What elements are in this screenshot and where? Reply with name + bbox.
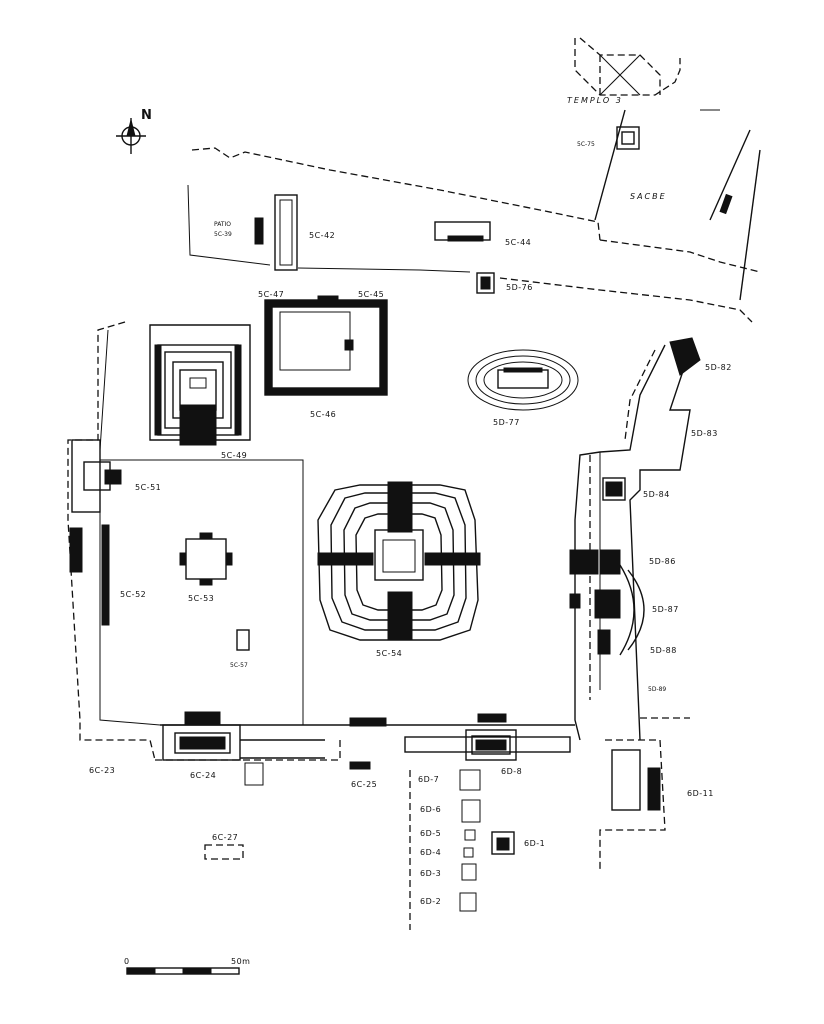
structure-5c-75: 5C-75 bbox=[577, 126, 640, 150]
svg-text:6D-8: 6D-8 bbox=[501, 767, 522, 776]
svg-text:6C-23: 6C-23 bbox=[89, 766, 115, 775]
structure-5c-42: 5C-42 bbox=[274, 194, 335, 271]
svg-text:5D-88: 5D-88 bbox=[650, 646, 677, 655]
svg-text:5C-54: 5C-54 bbox=[376, 649, 402, 658]
svg-text:50m: 50m bbox=[231, 957, 250, 966]
svg-text:5D-86: 5D-86 bbox=[649, 557, 676, 566]
structure-5c-45-46-47: 5C-47 5C-45 5C-46 bbox=[258, 290, 388, 419]
structure-5c-57: 5C-57 bbox=[230, 629, 250, 669]
svg-text:5C-53: 5C-53 bbox=[188, 594, 214, 603]
structure-5c-52: 5C-52 bbox=[69, 524, 146, 626]
structure-5c-51: 5C-51 bbox=[71, 439, 161, 513]
svg-text:5D-76: 5D-76 bbox=[506, 283, 533, 292]
sacbe: SACBE bbox=[594, 109, 761, 301]
svg-text:5C-49: 5C-49 bbox=[221, 451, 247, 460]
templo3-label: TEMPLO 3 bbox=[567, 96, 623, 105]
svg-text:6C-25: 6C-25 bbox=[351, 780, 377, 789]
structure-6d-11: 6D-11 bbox=[599, 717, 714, 870]
svg-text:5C-44: 5C-44 bbox=[505, 238, 531, 247]
structure-5d-76: 5D-76 bbox=[476, 272, 533, 294]
svg-text:5C-47: 5C-47 bbox=[258, 290, 284, 299]
structure-5d-77: 5D-77 bbox=[467, 349, 579, 427]
svg-text:5C-57: 5C-57 bbox=[230, 662, 248, 669]
svg-text:5C-45: 5C-45 bbox=[358, 290, 384, 299]
svg-text:5D-87: 5D-87 bbox=[652, 605, 679, 614]
svg-text:5C-52: 5C-52 bbox=[120, 590, 146, 599]
svg-text:6D-1: 6D-1 bbox=[524, 839, 545, 848]
svg-text:6D-4: 6D-4 bbox=[420, 848, 441, 857]
svg-text:5C-51: 5C-51 bbox=[135, 483, 161, 492]
svg-text:5C-46: 5C-46 bbox=[310, 410, 336, 419]
templo-3: TEMPLO 3 bbox=[567, 37, 681, 105]
svg-text:5C-39: 5C-39 bbox=[214, 231, 232, 238]
svg-text:6D-7: 6D-7 bbox=[418, 775, 439, 784]
svg-text:PATIO: PATIO bbox=[214, 221, 231, 228]
north-label: N bbox=[141, 108, 152, 123]
north-plaza-boundary bbox=[187, 147, 761, 323]
patio-5c-39: PATIO 5C-39 bbox=[214, 217, 264, 245]
scale-bar: 0 50m bbox=[124, 957, 250, 975]
svg-text:6D-6: 6D-6 bbox=[420, 805, 441, 814]
svg-text:5D-83: 5D-83 bbox=[691, 429, 718, 438]
svg-text:6C-24: 6C-24 bbox=[190, 771, 216, 780]
svg-text:6D-5: 6D-5 bbox=[420, 829, 441, 838]
svg-text:6D-3: 6D-3 bbox=[420, 869, 441, 878]
svg-text:6C-27: 6C-27 bbox=[212, 833, 238, 842]
east-complex: 5D-82 5D-83 5D-84 5D-86 5D-87 5D-88 5D-8… bbox=[569, 337, 732, 741]
svg-text:5D-89: 5D-89 bbox=[648, 686, 666, 693]
svg-text:6D-2: 6D-2 bbox=[420, 897, 441, 906]
svg-text:SACBE: SACBE bbox=[630, 192, 667, 201]
south-structures: 6C-23 6C-24 6C-25 6D-8 bbox=[89, 711, 571, 930]
svg-text:5C-75: 5C-75 bbox=[577, 141, 595, 148]
svg-text:0: 0 bbox=[124, 957, 130, 966]
structure-5c-49: 5C-49 bbox=[149, 324, 251, 460]
svg-text:6D-11: 6D-11 bbox=[687, 789, 714, 798]
structure-5c-54: 5C-54 bbox=[317, 481, 481, 658]
structure-5c-44: 5C-44 bbox=[434, 221, 531, 247]
svg-text:5D-82: 5D-82 bbox=[705, 363, 732, 372]
svg-text:5D-84: 5D-84 bbox=[643, 490, 670, 499]
north-arrow-icon: N bbox=[116, 108, 152, 154]
structure-6c-27: 6C-27 bbox=[204, 833, 244, 860]
structure-5c-53: 5C-53 bbox=[179, 532, 233, 603]
structures-6d: 6D-7 6D-6 6D-5 6D-4 6D-3 6D-2 6D-1 bbox=[418, 769, 545, 912]
svg-text:5C-42: 5C-42 bbox=[309, 231, 335, 240]
svg-text:5D-77: 5D-77 bbox=[493, 418, 520, 427]
